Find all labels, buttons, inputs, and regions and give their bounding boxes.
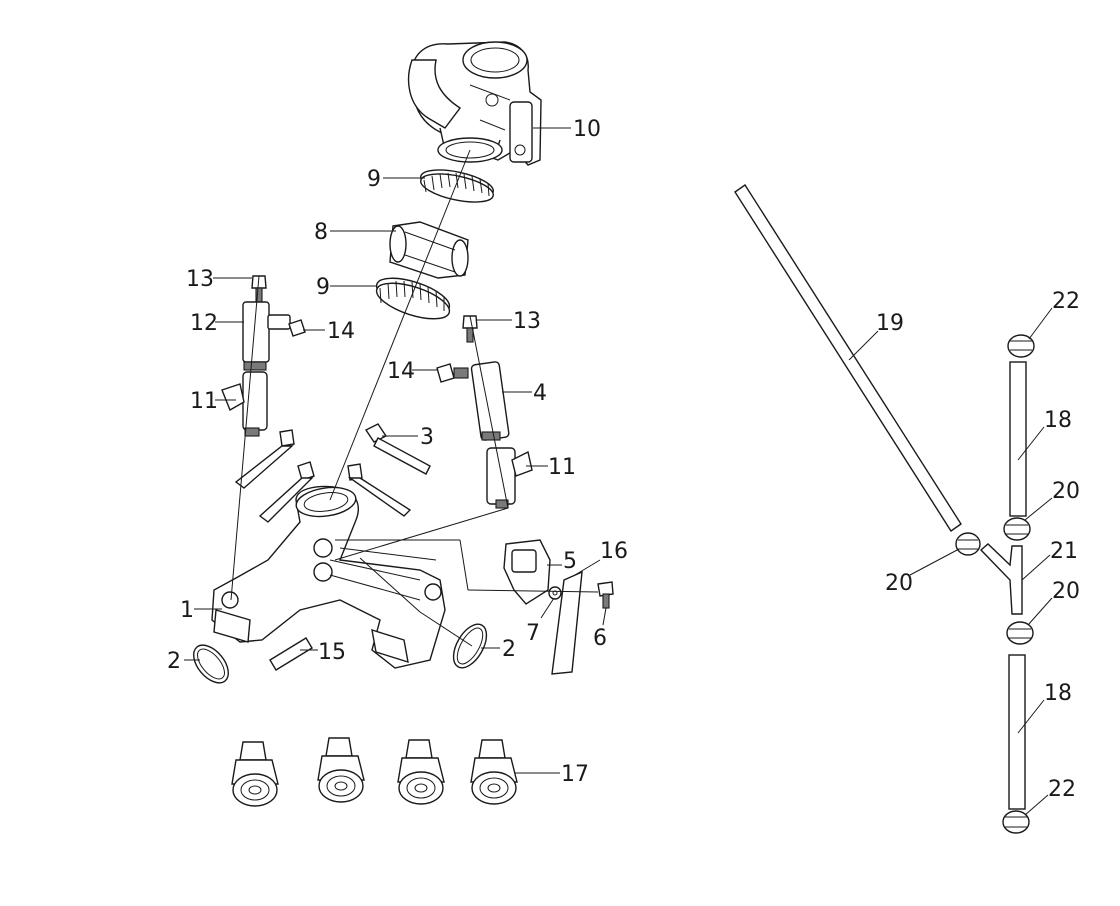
hose-clamp-22-top xyxy=(1007,334,1035,358)
hose-clamp-upper xyxy=(420,169,494,203)
callout-5: 5 xyxy=(563,549,577,574)
callout-4: 4 xyxy=(533,381,547,406)
vacuum-hose-system xyxy=(734,184,1035,834)
intake-manifold xyxy=(211,485,446,669)
callout-13-right: 13 xyxy=(513,309,541,334)
callout-18-lower: 18 xyxy=(1044,681,1072,706)
callout-15: 15 xyxy=(318,640,346,665)
hose-lower xyxy=(1008,654,1026,810)
callout-3: 3 xyxy=(420,425,434,450)
callout-6: 6 xyxy=(593,626,607,651)
callout-7: 7 xyxy=(526,621,540,646)
hose-upper xyxy=(1009,361,1027,517)
callout-20-left: 20 xyxy=(885,571,913,596)
injector-assembly-left xyxy=(221,275,306,437)
callout-16: 16 xyxy=(600,539,628,564)
cap-1 xyxy=(231,741,279,807)
o-ring-left xyxy=(193,644,229,684)
callout-20-upper: 20 xyxy=(1052,479,1080,504)
cap-2 xyxy=(317,737,365,803)
callout-10: 10 xyxy=(573,117,601,142)
callout-13-left: 13 xyxy=(186,267,214,292)
long-hose xyxy=(734,184,962,532)
callout-2-left: 2 xyxy=(167,649,181,674)
callout-20-lower: 20 xyxy=(1052,579,1080,604)
injector-assembly-right xyxy=(436,315,533,509)
hose-clamp-20-upper xyxy=(1003,517,1031,541)
intake-hose xyxy=(389,221,469,279)
hose-clamp-20-lower xyxy=(1006,621,1034,645)
cap-3 xyxy=(397,739,445,805)
callout-1: 1 xyxy=(180,598,194,623)
sensor-bracket-group xyxy=(503,539,614,675)
hose-clamp-lower xyxy=(375,277,451,320)
callout-8: 8 xyxy=(314,220,328,245)
leader-lines xyxy=(184,127,1053,816)
callout-14-left: 14 xyxy=(327,319,355,344)
callout-21: 21 xyxy=(1050,539,1078,564)
callout-11-left: 11 xyxy=(190,389,218,414)
callout-labels: 10 9 8 9 13 12 14 11 13 14 4 3 11 5 16 1… xyxy=(167,117,1080,802)
callout-18-upper: 18 xyxy=(1044,408,1072,433)
vacuum-caps xyxy=(231,737,518,807)
callout-9-lower: 9 xyxy=(316,275,330,300)
callout-17: 17 xyxy=(561,762,589,787)
o-ring-right xyxy=(452,623,488,669)
cap-4 xyxy=(470,739,518,805)
callout-22-top: 22 xyxy=(1052,289,1080,314)
throttle-body xyxy=(407,41,542,166)
assembly-axis-lines xyxy=(230,149,599,647)
callout-19: 19 xyxy=(876,311,904,336)
t-connector xyxy=(979,543,1023,615)
callout-9-upper: 9 xyxy=(367,167,381,192)
callout-14-right: 14 xyxy=(387,359,415,384)
callout-2-right: 2 xyxy=(502,637,516,662)
hose-clamp-20-left xyxy=(955,532,981,556)
callout-11-right: 11 xyxy=(548,455,576,480)
spacer-sleeve xyxy=(269,637,313,671)
callout-22-bottom: 22 xyxy=(1048,777,1076,802)
mounting-bolts xyxy=(234,423,431,523)
callout-12: 12 xyxy=(190,311,218,336)
hose-clamp-22-bottom xyxy=(1002,810,1030,834)
